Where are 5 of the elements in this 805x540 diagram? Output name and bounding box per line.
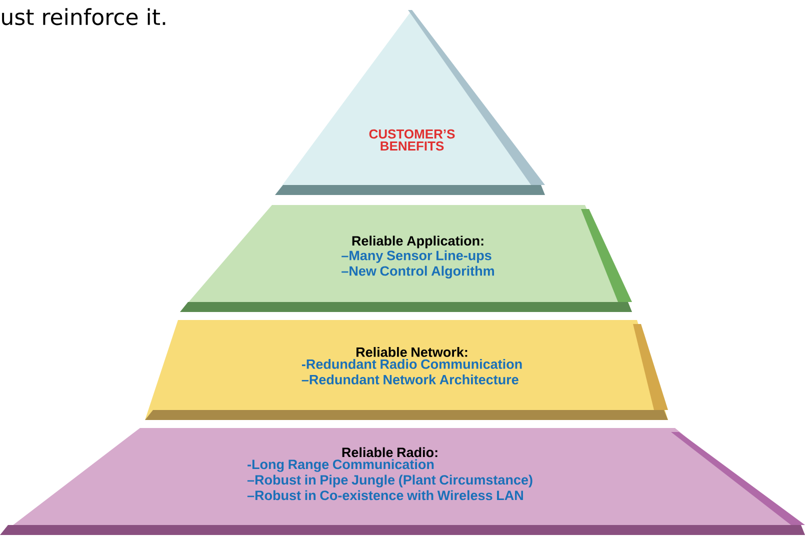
pyramid-level: CUSTOMER’S BENEFITS: [275, 10, 545, 195]
pyramid-level: Reliable Radio: -Long Range Communication –Robust in Pipe Jungle (Plant Circumstance) –Robust in Co-existence with Wireless LAN: [0, 428, 805, 535]
heading-text: ust reinforce it.: [2, 8, 166, 26]
pyramid-level: Reliable Network: -Redundant Radio Communication –Redundant Network Architecture: [145, 320, 668, 420]
pyramid-level: Reliable Application: –Many Sensor Line-ups –New Control Algorithm: [180, 204, 632, 312]
